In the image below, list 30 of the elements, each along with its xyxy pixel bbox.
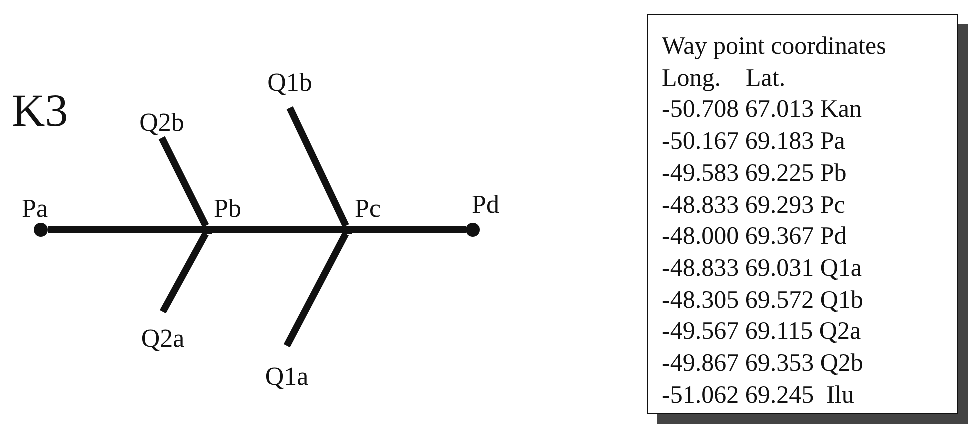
coordinate-row-text: -49.567 69.115 Q2a [662, 317, 862, 348]
column-header: Long. Lat. [662, 64, 786, 94]
waypoint-label: Pb [214, 196, 242, 222]
waypoint-label: Pa [22, 196, 48, 222]
waypoint-dot [466, 223, 480, 237]
coordinate-row-text: -48.833 69.293 Pc [662, 190, 846, 221]
route-line [212, 226, 344, 234]
waypoint-label: Pd [472, 192, 500, 218]
waypoint-dot [34, 223, 48, 237]
route-line [352, 226, 466, 234]
route-line [284, 232, 349, 348]
coordinate-row-text: -48.305 69.572 Q1b [662, 286, 864, 316]
figure-label: K3 [12, 88, 68, 134]
waypoint-label: Pc [355, 196, 381, 222]
waypoint-label: Q1b [262, 70, 318, 108]
waypoint-label: Q1a [258, 346, 316, 390]
coordinate-row-text: -48.833 69.031 Q1a [662, 254, 862, 284]
coordinate-row-text: -51.062 69.245 Ilu [662, 380, 854, 411]
coordinate-row-text: -48.000 69.367 Pd [662, 222, 847, 252]
coordinate-row-text: -49.867 69.353 Q2b [662, 349, 864, 380]
waypoint-label: Q2a [134, 312, 192, 352]
table-title: Way point coordinates [662, 32, 886, 62]
route-line [48, 226, 204, 234]
coordinate-row-text: -50.167 69.183 Pa [662, 127, 846, 158]
coordinate-row-text: -49.583 69.225 Pb [662, 158, 847, 189]
route-line [158, 136, 210, 228]
route-line [286, 106, 350, 228]
route-line [160, 232, 209, 314]
coordinate-row-text: -50.708 67.013 Kan [662, 95, 862, 126]
waypoint-label: Q2b [134, 110, 190, 138]
